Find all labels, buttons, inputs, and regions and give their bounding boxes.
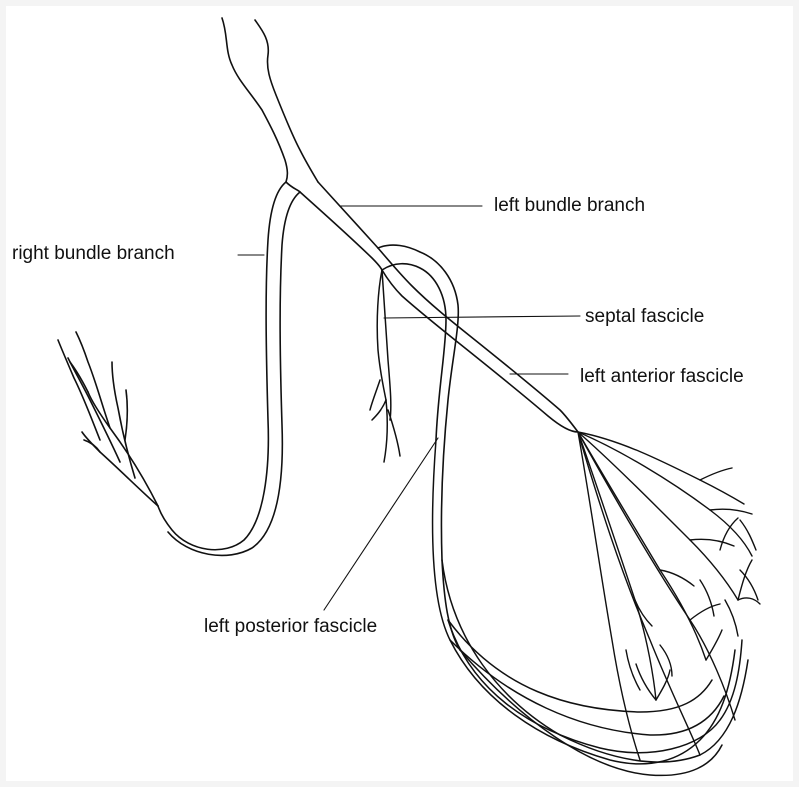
leader-septal-fascicle [384, 316, 580, 318]
label-left-posterior-fascicle: left posterior fascicle [204, 617, 377, 636]
leader-lines [238, 206, 580, 610]
left-anterior-fascicle-path [578, 432, 760, 760]
label-septal-fascicle: septal fascicle [585, 307, 704, 326]
label-right-bundle-branch: right bundle branch [12, 244, 175, 263]
left-bundle-branch-path [300, 192, 578, 650]
left-posterior-fascicle-path [433, 440, 748, 775]
right-bundle-branch-path [58, 182, 300, 555]
septal-fascicle-path [370, 270, 400, 462]
leader-left-posterior-fascicle [324, 438, 438, 610]
label-left-bundle-branch: left bundle branch [494, 196, 645, 215]
his-bundle [222, 18, 378, 248]
label-left-anterior-fascicle: left anterior fascicle [580, 367, 744, 386]
